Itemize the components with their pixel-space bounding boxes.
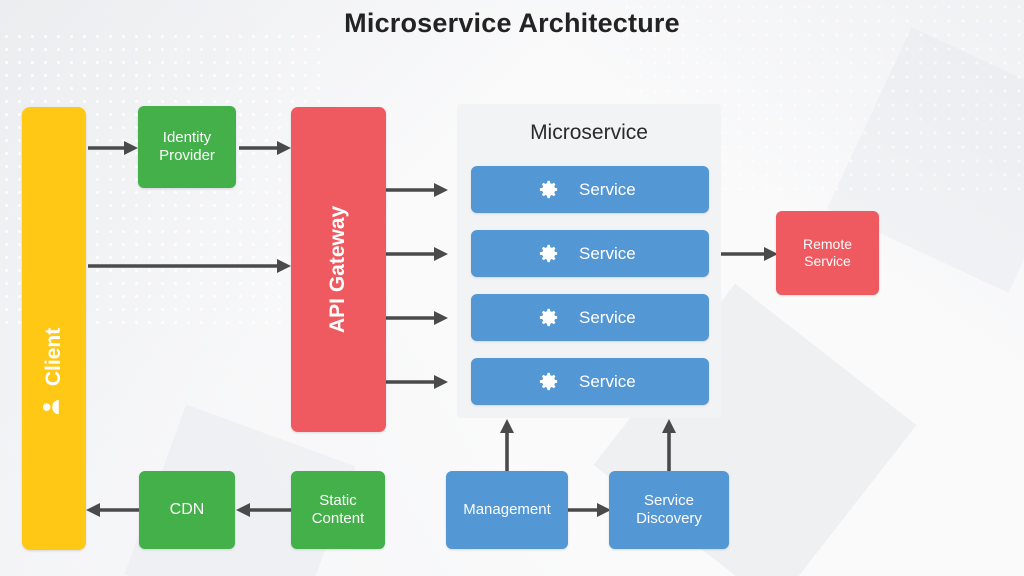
gear-icon (537, 178, 560, 201)
service-box-1[interactable]: Service (471, 166, 709, 213)
arrow-cdn-to-client (86, 500, 140, 520)
gear-icon (537, 242, 560, 265)
service-box-3[interactable]: Service (471, 294, 709, 341)
service-box-2[interactable]: Service (471, 230, 709, 277)
microservice-panel: Microservice Service Service (457, 104, 721, 418)
service-label: Service (579, 179, 636, 199)
client-label: Client (41, 327, 65, 386)
remote-service-label-line1: Remote (802, 236, 853, 253)
service-discovery-label: Service Discovery (636, 492, 702, 527)
service-label: Service (579, 307, 636, 327)
remote-service-label: Remote Service (803, 236, 852, 269)
identity-provider-label: Identity Provider (159, 129, 215, 164)
service-label: Service (579, 243, 636, 263)
identity-provider-label-line1: Identity (162, 129, 212, 147)
gear-icon (537, 370, 560, 393)
service-label: Service (579, 371, 636, 391)
arrow-management-to-service-discovery (568, 500, 611, 520)
node-identity-provider[interactable]: Identity Provider (138, 106, 236, 188)
arrow-api-gateway-to-service-3 (386, 308, 448, 328)
static-content-label-line2: Content (311, 510, 365, 527)
service-discovery-label-line2: Discovery (636, 510, 702, 527)
arrow-service-to-remote-service (716, 244, 778, 264)
person-icon (40, 396, 68, 418)
node-cdn[interactable]: CDN (139, 471, 235, 549)
arrow-service-discovery-to-microservice (659, 418, 679, 472)
node-remote-service[interactable]: Remote Service (776, 211, 879, 295)
page-title: Microservice Architecture (344, 8, 680, 38)
static-content-label-line1: Static (319, 492, 357, 510)
arrow-client-to-api-gateway (88, 256, 291, 276)
node-management[interactable]: Management (446, 471, 568, 549)
node-api-gateway[interactable]: API Gateway (291, 107, 386, 432)
node-static-content[interactable]: Static Content (291, 471, 385, 549)
cdn-label: CDN (169, 500, 205, 518)
gear-icon (537, 306, 560, 329)
static-content-label: Static Content (312, 492, 365, 527)
microservice-panel-title: Microservice (530, 121, 648, 144)
arrow-identity-provider-to-api-gateway (239, 138, 291, 158)
api-gateway-label: API Gateway (326, 205, 350, 334)
node-service-discovery[interactable]: Service Discovery (609, 471, 729, 549)
identity-provider-label-line2: Provider (159, 147, 215, 164)
arrow-static-content-to-cdn (236, 500, 292, 520)
arrow-api-gateway-to-service-1 (386, 180, 448, 200)
remote-service-label-line2: Service (804, 253, 851, 269)
arrow-api-gateway-to-service-2 (386, 244, 448, 264)
service-box-4[interactable]: Service (471, 358, 709, 405)
arrow-client-to-identity-provider (88, 138, 138, 158)
service-discovery-label-line1: Service (643, 492, 694, 510)
arrow-api-gateway-to-service-4 (386, 372, 448, 392)
client-content: Client (40, 327, 68, 417)
management-label: Management (463, 501, 551, 519)
node-client[interactable]: Client (22, 107, 86, 550)
arrow-management-to-microservice (497, 418, 517, 472)
